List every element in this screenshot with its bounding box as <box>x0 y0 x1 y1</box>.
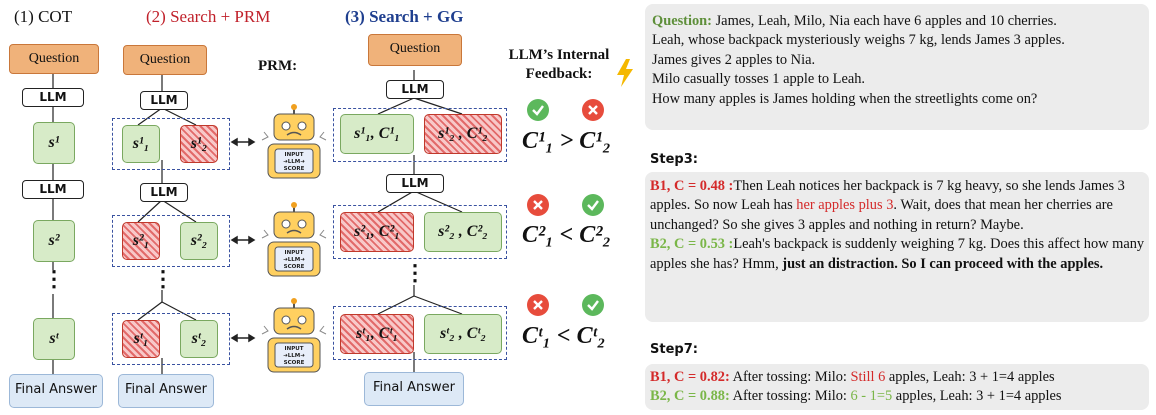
question-text: Question: James, Leah, Milo, Nia each ha… <box>652 12 1146 109</box>
gg-step-1-2: s¹₂ , C¹₂ <box>424 114 502 154</box>
step7-b2-label: B2, C = 0.88: <box>650 388 730 405</box>
gg-group-1 <box>333 108 507 162</box>
comparison-step-1: C¹₁ > C¹₂ <box>522 128 611 154</box>
cross-icon <box>582 99 604 121</box>
prm-group-1 <box>112 118 230 170</box>
step3-title: Step3: <box>650 152 698 167</box>
check-icon <box>527 99 549 121</box>
check-icon <box>582 194 604 216</box>
prm-step-2-2: s²₂ <box>180 222 218 260</box>
prm-header: (2) Search + PRM <box>146 7 271 26</box>
question-line-3: James gives 2 apples to Nia. <box>652 51 816 68</box>
gg-step-2-1: s²₁, C²₁ <box>340 212 414 252</box>
gg-final-answer: Final Answer <box>364 372 464 406</box>
prm-llm-1: LLM <box>140 91 188 110</box>
cot-step-t: sᵗ <box>33 318 75 360</box>
cross-icon <box>527 294 549 316</box>
cot-step-2: s² <box>33 220 75 262</box>
svg-text:INPUT: INPUT <box>285 250 304 256</box>
step3-b2-text: Leah's backpack is suddenly weighing 7 k… <box>650 236 1145 272</box>
step7-b2-text: After tossing: Milo: <box>729 388 851 405</box>
check-icon <box>582 294 604 316</box>
question-line-2: Leah, whose backpack mysteriously weighs… <box>652 32 1065 49</box>
step3-panel <box>645 172 1149 322</box>
question-label: Question: <box>652 13 712 29</box>
gg-header: (3) Search + GG <box>345 7 464 26</box>
gg-group-t <box>333 306 507 360</box>
prm-label: PRM: <box>258 58 298 74</box>
svg-text:SCORE: SCORE <box>284 166 305 172</box>
step3-b2-bold: just an distraction. So I can proceed wi… <box>782 255 1104 272</box>
step3-b1-highlight: her apples plus 3 <box>796 197 894 214</box>
step3-b2-label: B2, C = 0.53 : <box>650 236 734 253</box>
prm-final-answer: Final Answer <box>118 374 214 408</box>
gg-step-t-2: sᵗ₂ , Cᵗ₂ <box>424 314 502 354</box>
cross-icon <box>527 194 549 216</box>
comparison-step-2: C²₁ < C²₂ <box>522 222 611 248</box>
cot-llm-1: LLM <box>22 88 84 107</box>
gg-llm-2: LLM <box>386 174 444 193</box>
prm-question: Question <box>123 45 207 75</box>
prm-llm-2: LLM <box>140 183 188 202</box>
svg-text:INPUT: INPUT <box>285 152 304 158</box>
lightning-icon <box>617 59 633 87</box>
prm-step-t-1: sᵗ₁ <box>122 320 160 358</box>
svg-text:➜LLM➜: ➜LLM➜ <box>283 353 305 359</box>
question-line-1: James, Leah, Milo, Nia each have 6 apple… <box>715 13 1057 29</box>
step3-b1-label: B1, C = 0.48 : <box>650 178 734 194</box>
svg-text:➜LLM➜: ➜LLM➜ <box>283 257 305 263</box>
step7-b2-text-end: apples, Leah: 3 + 1=4 apples <box>892 388 1062 405</box>
gg-group-2 <box>333 205 507 259</box>
step3-b1-text-end: . Wait, does that mean her cherries are … <box>650 197 1113 233</box>
step7-b1-label: B1, C = 0.82: <box>650 369 730 385</box>
svg-text:SCORE: SCORE <box>284 264 305 270</box>
gg-question: Question <box>368 34 462 66</box>
svg-text:SCORE: SCORE <box>284 360 305 366</box>
prm-step-1-2: s¹₂ <box>180 125 218 163</box>
step7-panel <box>645 364 1149 410</box>
connector-lines <box>52 60 463 374</box>
cot-question: Question <box>9 44 99 74</box>
gg-ellipsis: ⋮ <box>404 260 426 285</box>
cot-llm-2: LLM <box>22 180 84 199</box>
cot-step-1: s¹ <box>33 122 75 164</box>
svg-text:➜LLM➜: ➜LLM➜ <box>283 159 305 165</box>
gg-step-1-1: s¹₁, C¹₁ <box>340 114 414 154</box>
prm-group-2 <box>112 215 230 267</box>
step7-b1-text: After tossing: Milo: <box>729 369 851 385</box>
prm-group-t <box>112 313 230 365</box>
prm-step-1-1: s¹₁ <box>122 125 160 163</box>
cot-ellipsis: ⋮ <box>43 266 65 291</box>
comparison-step-t: Cᵗ₁ < Cᵗ₂ <box>522 323 606 349</box>
step7-b2-highlight: 6 - 1=5 <box>850 388 893 405</box>
question-line-4: Milo casually tosses 1 apple to Leah. <box>652 71 866 88</box>
step3-text: B1, C = 0.48 :Then Leah notices her back… <box>650 177 1146 274</box>
step7-b1-highlight: Still 6 <box>850 369 886 385</box>
robot-icon: INPUT ➜LLM➜ SCORE <box>261 202 327 277</box>
gg-llm-1: LLM <box>386 80 444 99</box>
prm-ellipsis: ⋮ <box>152 266 174 291</box>
question-line-5: How many apples is James holding when th… <box>652 90 1038 107</box>
gg-step-t-1: sᵗ₁, Cᵗ₁ <box>340 314 414 354</box>
cot-final-answer: Final Answer <box>9 374 103 408</box>
svg-text:INPUT: INPUT <box>285 346 304 352</box>
step7-b1-text-end: apples, Leah: 3 + 1=4 apples <box>885 369 1055 385</box>
robot-icon: INPUT ➜LLM➜ SCORE <box>261 298 327 373</box>
step7-text: B1, C = 0.82: After tossing: Milo: Still… <box>650 368 1150 407</box>
internal-feedback-label: LLM’s Internal Feedback: <box>508 47 610 82</box>
cot-header: (1) COT <box>14 7 73 26</box>
gg-step-2-2: s²₂ , C²₂ <box>424 212 502 252</box>
prm-step-2-1: s²₁ <box>122 222 160 260</box>
step7-title: Step7: <box>650 342 698 357</box>
prm-step-t-2: sᵗ₂ <box>180 320 218 358</box>
question-panel <box>645 4 1149 130</box>
robot-icon: INPUT ➜LLM➜ SCORE <box>261 104 327 179</box>
step3-b1-text: Then Leah notices her backpack is 7 kg h… <box>650 178 1125 214</box>
